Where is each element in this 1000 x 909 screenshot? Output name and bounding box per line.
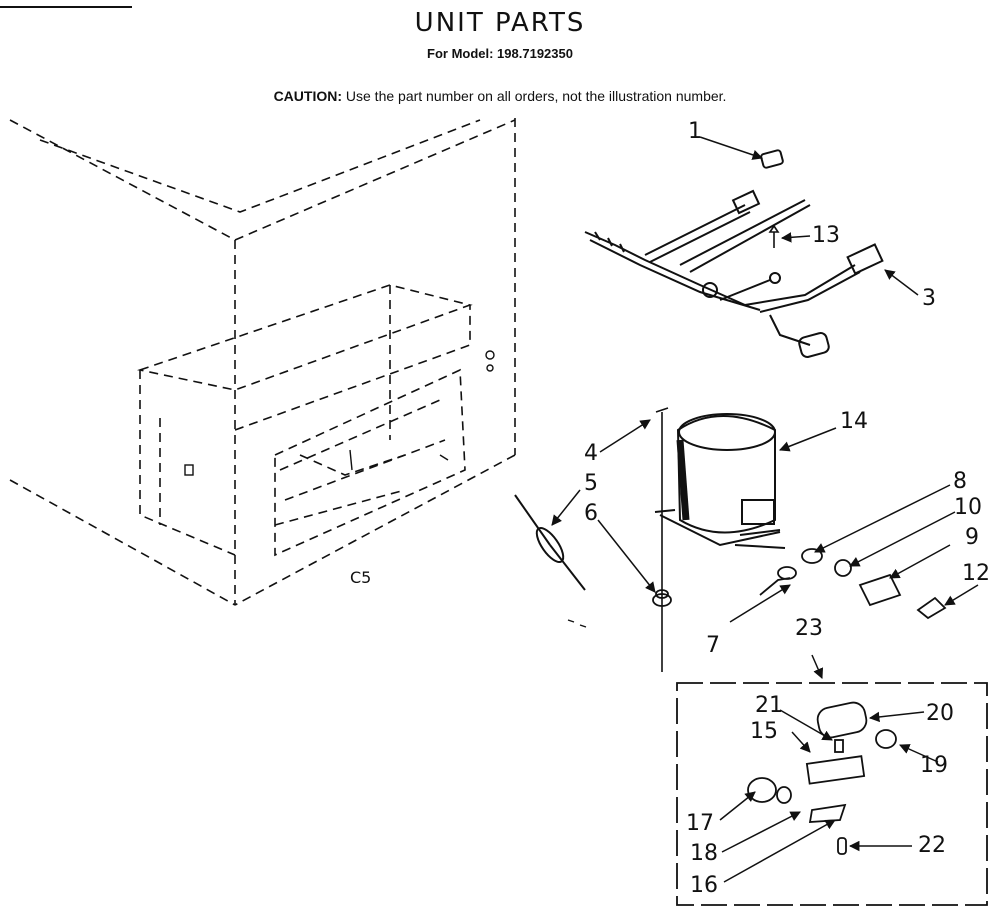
callout-15: 15: [750, 719, 778, 744]
cabinet-label: C5: [350, 568, 371, 587]
model-number: For Model: 198.7192350: [427, 46, 573, 61]
start-kit-box: [676, 682, 988, 906]
callout-19: 19: [920, 753, 948, 778]
cabinet-detail: [184, 350, 495, 476]
page-title: UNIT PARTS: [414, 8, 586, 38]
callout-3: 3: [922, 286, 936, 311]
callout-5: 5: [584, 471, 598, 496]
caution-text: Use the part number on all orders, not t…: [342, 88, 727, 104]
callout-1: 1: [688, 119, 702, 144]
callout-6: 6: [584, 501, 598, 526]
callout-7: 7: [706, 633, 720, 658]
grommet-6: [652, 589, 672, 607]
mounting-rod-4: [655, 407, 669, 672]
callout-22: 22: [918, 833, 946, 858]
callout-10: 10: [954, 495, 982, 520]
callout-20: 20: [926, 701, 954, 726]
start-kit-parts: [747, 701, 897, 855]
callout-12: 12: [962, 561, 990, 586]
caution-label: CAUTION:: [273, 88, 342, 104]
callout-17: 17: [686, 811, 714, 836]
leader-lines: [551, 136, 979, 883]
relay-parts: [759, 548, 947, 620]
header-rule: [0, 6, 132, 8]
callout-18: 18: [690, 841, 718, 866]
callout-4: 4: [584, 441, 598, 466]
cap-1: [760, 149, 784, 169]
wiring-harness: [584, 189, 884, 358]
callout-14: 14: [840, 409, 868, 434]
drier-5: [514, 494, 586, 591]
caution-note: CAUTION: Use the part number on all orde…: [0, 88, 1000, 104]
callout-8: 8: [953, 469, 967, 494]
compressor: [654, 413, 786, 549]
callout-13: 13: [812, 223, 840, 248]
dashes: [567, 619, 587, 628]
callout-21: 21: [755, 693, 783, 718]
cabinet-outline: [9, 118, 516, 606]
callout-16: 16: [690, 873, 718, 898]
callout-23: 23: [795, 616, 823, 641]
screw-13: [768, 224, 780, 248]
callout-9: 9: [965, 525, 979, 550]
